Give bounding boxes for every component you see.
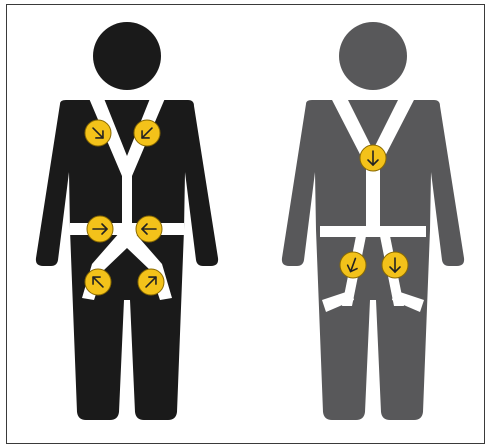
- left-seat-strap-marker: [340, 252, 366, 278]
- left-leg-strap-marker: [85, 269, 111, 295]
- back-dorsal-marker: [360, 145, 386, 171]
- front-figure-body: [36, 100, 218, 420]
- right-waist-buckle-marker: [136, 216, 162, 242]
- right-leg-strap-marker: [138, 269, 164, 295]
- left-shoulder-strap-marker: [85, 120, 111, 146]
- front-figure: [36, 22, 218, 420]
- right-seat-strap-marker: [382, 252, 408, 278]
- left-waist-buckle-marker: [87, 216, 113, 242]
- back-figure-head: [339, 22, 407, 90]
- front-figure-head: [93, 22, 161, 90]
- right-shoulder-strap-marker: [134, 120, 160, 146]
- back-figure: [282, 22, 464, 420]
